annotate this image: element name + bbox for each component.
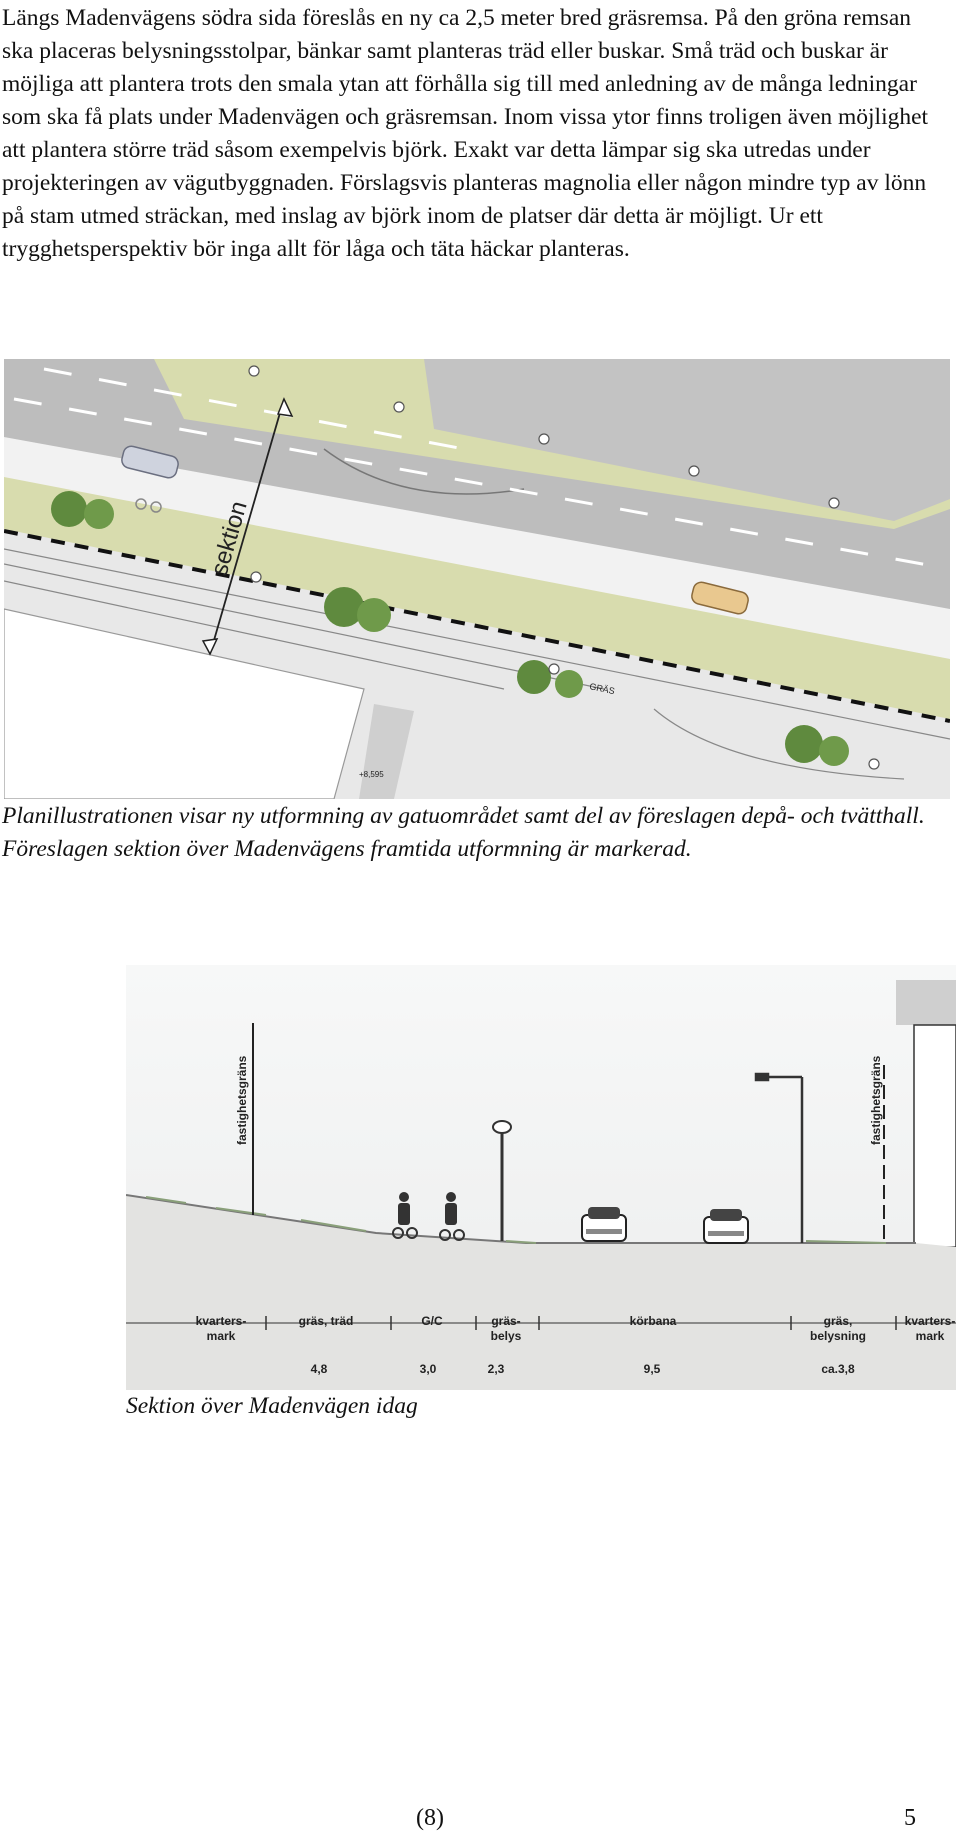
section-drawing: fastighetsgräns fastighetsgräns (126, 965, 956, 1390)
zone-label: belysning (810, 1329, 866, 1343)
boundary-label-right: fastighetsgräns (869, 1055, 883, 1145)
zone-label: G/C (421, 1314, 443, 1328)
tree-group (51, 491, 849, 766)
page-number: 5 (904, 1805, 916, 1831)
boundary-label-left: fastighetsgräns (235, 1055, 249, 1145)
width-value: 3,0 (420, 1362, 437, 1376)
cyclist-icon (439, 1192, 465, 1241)
section-line (209, 398, 285, 655)
section-illustration: fastighetsgräns fastighetsgräns (126, 965, 956, 1390)
street-lamp-icon (754, 1072, 804, 1243)
body-paragraph: Längs Madenvägens södra sida föreslås en… (2, 5, 929, 262)
street-lamp-icon (492, 1120, 512, 1241)
plan-illustration: sektion GRÄS +8,595 (4, 359, 950, 799)
elevation-label: +8,595 (359, 770, 384, 779)
car-icon (581, 1207, 627, 1242)
car-icon (703, 1209, 749, 1244)
zone-label: belys (491, 1329, 522, 1343)
cyclist-icon (392, 1192, 418, 1239)
width-value: 4,8 (311, 1362, 328, 1376)
section-caption: Sektion över Madenvägen idag (126, 1393, 418, 1419)
zone-label: gräs, (824, 1314, 853, 1328)
grass-strip (4, 477, 950, 719)
bicycle-icon (135, 498, 162, 513)
plan-caption: Planillustrationen visar ny utformning a… (2, 803, 925, 862)
width-value: 2,3 (488, 1362, 505, 1376)
plan-drawing: sektion GRÄS +8,595 (4, 359, 950, 799)
width-value: ca.3,8 (821, 1362, 855, 1376)
zone-label: gräs- (491, 1314, 520, 1328)
car-icon (121, 445, 179, 479)
zone-label: kvarters- (196, 1314, 247, 1328)
zone-label: gräs, träd (299, 1314, 354, 1328)
zone-label: kvarters- (905, 1314, 956, 1328)
zone-label: körbana (630, 1314, 677, 1328)
car-icon (691, 581, 749, 615)
footer-center-number: (8) (416, 1805, 444, 1831)
width-value: 9,5 (644, 1362, 661, 1376)
zone-label: mark (916, 1329, 945, 1343)
zone-label: mark (207, 1329, 236, 1343)
